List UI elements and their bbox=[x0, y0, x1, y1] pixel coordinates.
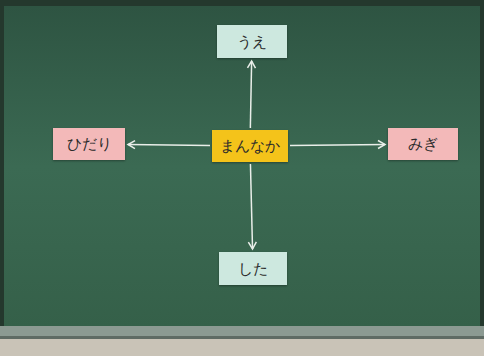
chalk-arrow bbox=[128, 141, 210, 149]
paper-card: した bbox=[219, 252, 287, 285]
paper-card: ひだり bbox=[53, 128, 125, 160]
chalk-arrow bbox=[247, 61, 255, 128]
chalk-arrow bbox=[290, 141, 385, 149]
paper-card: みぎ bbox=[388, 128, 458, 160]
card-label: みぎ bbox=[408, 135, 438, 153]
card-label: ひだり bbox=[67, 135, 112, 153]
chalk-arrow bbox=[248, 164, 256, 249]
paper-card: まんなか bbox=[212, 130, 288, 162]
card-label: うえ bbox=[237, 33, 267, 51]
card-label: した bbox=[238, 260, 268, 278]
paper-card: うえ bbox=[217, 25, 287, 58]
card-label: まんなか bbox=[220, 137, 280, 155]
